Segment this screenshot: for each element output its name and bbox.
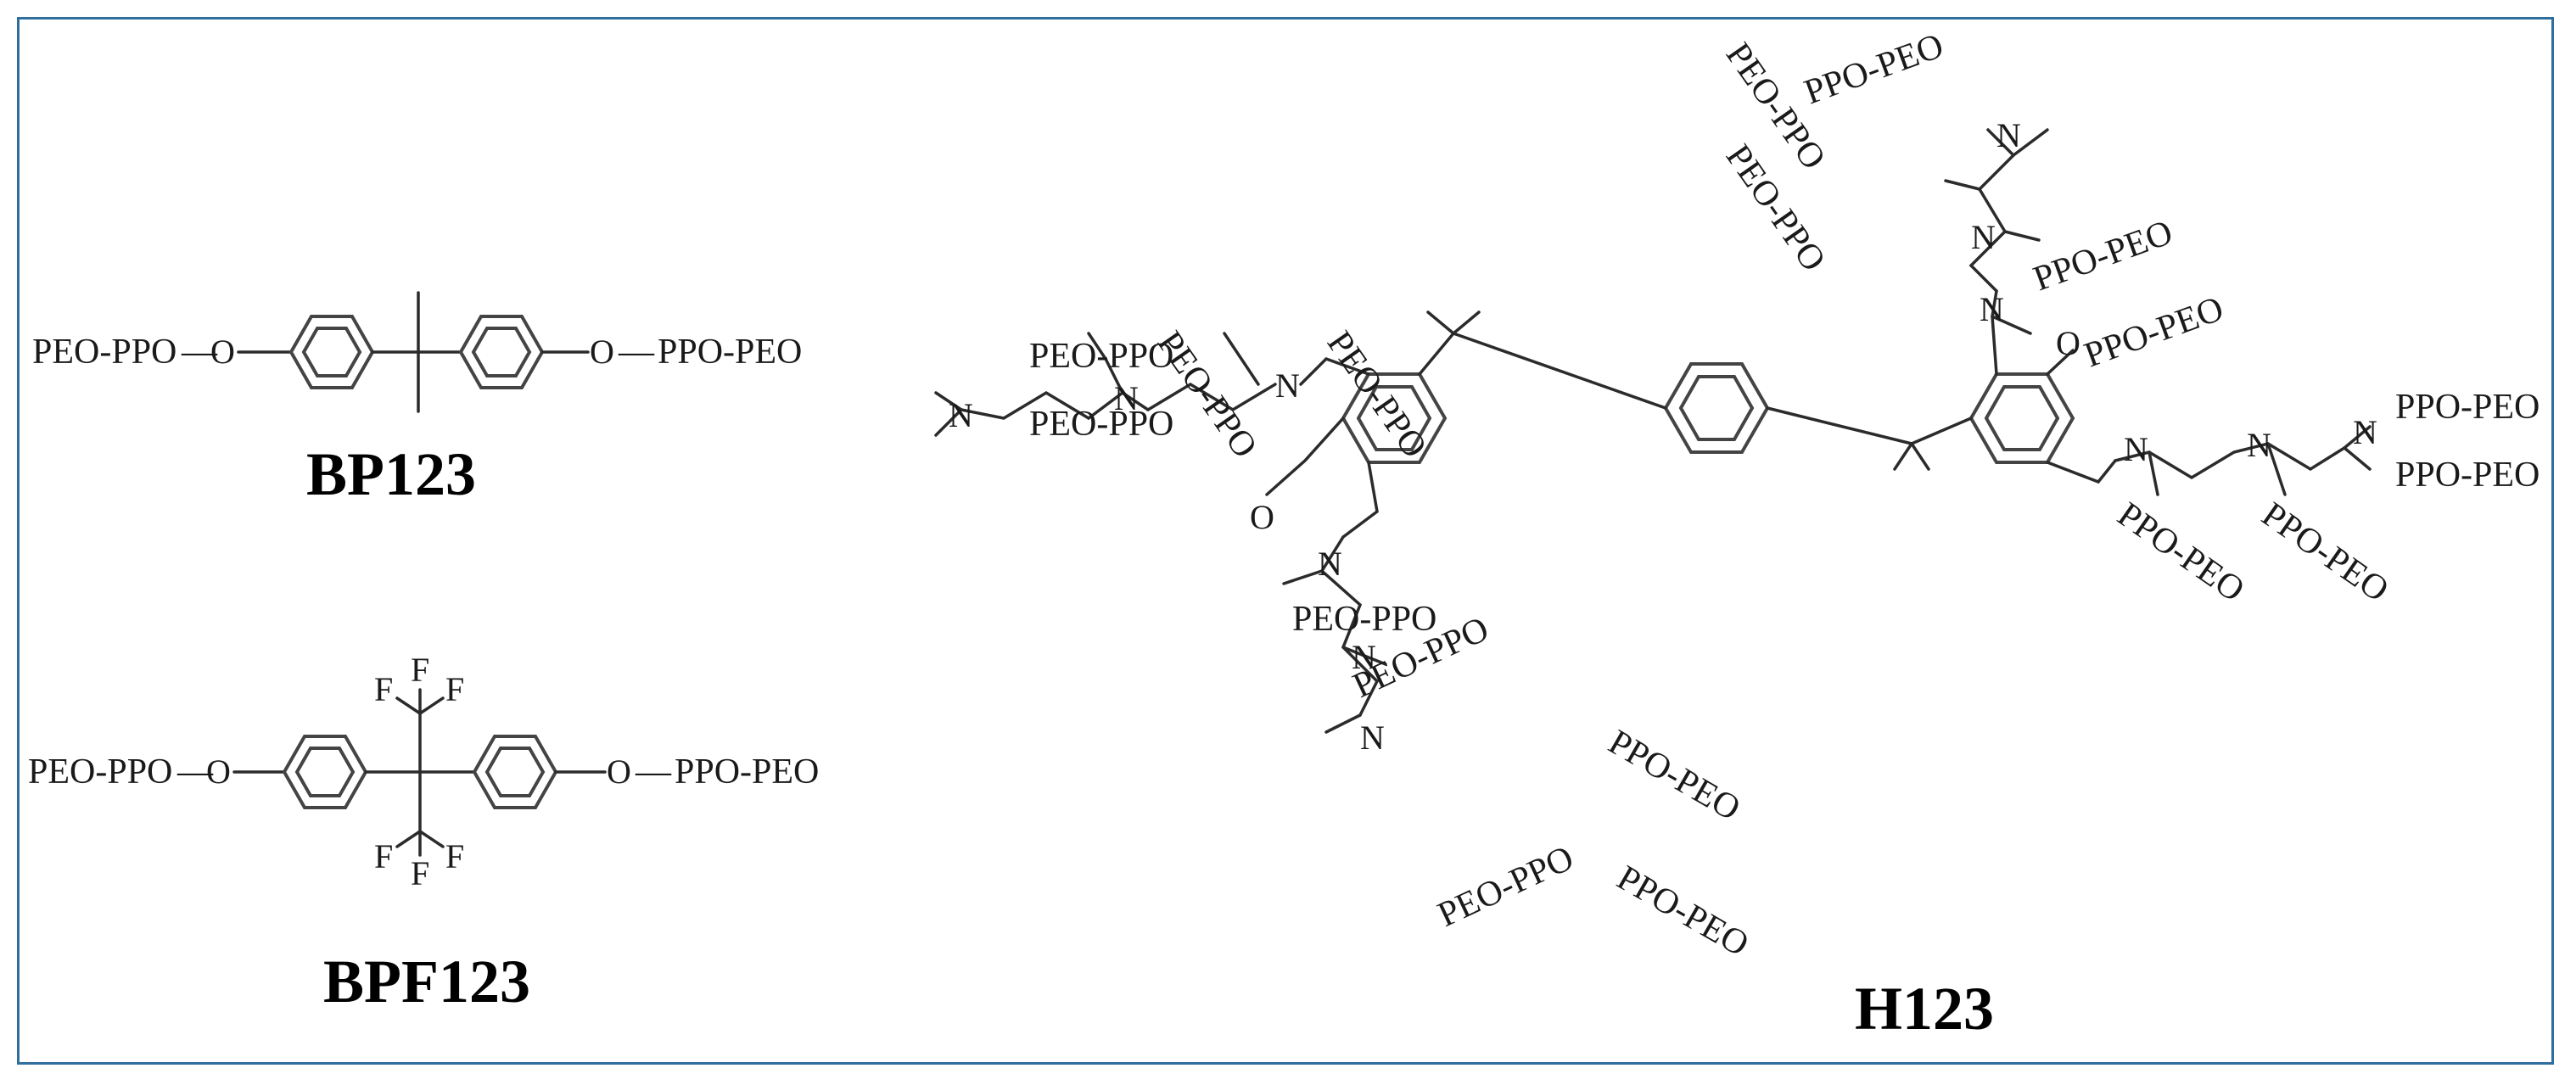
h123-bond xyxy=(1319,535,1380,717)
chemical-structures: PEO-PPO — O O — PPO-PEO BP123 PEO-PPO — … xyxy=(28,26,2540,1043)
h123-nitrogen: N xyxy=(1318,545,1342,583)
bpf123-left-oxygen: O xyxy=(206,752,231,791)
bp123-left-dash: — xyxy=(181,333,218,372)
bpf123-ring-right-inner xyxy=(484,747,546,797)
bpf123-bond xyxy=(418,830,445,848)
bp123-ring-left-inner xyxy=(301,327,362,378)
bpf123-right-oxygen: O xyxy=(607,752,631,791)
h123-arm-chain: PEO-PPO xyxy=(1292,600,1436,639)
h123-arm-chain: PEO-PPO xyxy=(1150,324,1264,465)
h123-arm-chain: PPO-PEO xyxy=(2029,213,2178,299)
h123-bond xyxy=(1265,417,1345,496)
figure-frame: PEO-PPO — O O — PPO-PEO BP123 PEO-PPO — … xyxy=(17,17,2554,1065)
h123-nitrogen: N xyxy=(2124,430,2148,468)
bpf123-fluorine: F xyxy=(411,854,429,892)
h123-center-ring-inner xyxy=(1678,375,1755,441)
bpf123-bond xyxy=(395,696,422,715)
h123-bond xyxy=(1418,310,1667,410)
h123-arm-chain: PEO-PPO xyxy=(1432,838,1580,935)
h123-nitrogen: N xyxy=(2353,413,2377,451)
bpf123-right-dash: — xyxy=(635,752,672,791)
h123-nitrogen: N xyxy=(1980,290,2004,328)
bp123-right-dash: — xyxy=(618,333,655,372)
h123-nitrogen: N xyxy=(1971,218,1996,256)
h123-nitrogen: N xyxy=(1352,638,1376,676)
h123-arm-chain: PPO-PEO xyxy=(1602,723,1747,829)
h123-bond xyxy=(1223,332,1260,386)
h123-nitrogen: N xyxy=(1114,379,1139,417)
bpf123-ring-left-inner xyxy=(294,747,356,797)
h123-bond xyxy=(934,391,963,437)
bpf123-fluorine: F xyxy=(374,837,393,875)
h123-arm-chain: PPO-PEO xyxy=(2080,289,2229,376)
h123-oxygen: O xyxy=(1250,498,1274,536)
h123-arm-chain: PPO-PEO xyxy=(1610,858,1756,965)
bpf123-bond xyxy=(418,696,445,715)
h123-nitrogen: N xyxy=(2247,426,2271,464)
h123-bond xyxy=(1944,128,2049,242)
h123-bond xyxy=(2046,459,2117,484)
h123-bond xyxy=(2046,349,2075,376)
h123-bond xyxy=(2148,425,2372,496)
bpf123-fluorine: F xyxy=(374,670,393,708)
h123-left-ring-inner xyxy=(1356,385,1432,451)
h123-arm-chain: PPO-PEO xyxy=(2395,456,2540,495)
h123-nitrogen: N xyxy=(1275,366,1300,405)
bpf123-right-chain: PPO-PEO xyxy=(675,752,819,791)
h123-arm-chain: PPO-PEO xyxy=(1800,26,1949,113)
h123-oxygen: O xyxy=(2056,324,2080,362)
structure-h123: N N N O N N N N N N O N N N PEO-PPO PEO-… xyxy=(934,26,2540,1043)
bp123-right-chain: PPO-PEO xyxy=(658,333,802,372)
h123-nitrogen: N xyxy=(949,396,973,434)
bp123-right-oxygen: O xyxy=(590,333,614,371)
h123-bond xyxy=(1087,332,1124,394)
bpf123-left-chain: PEO-PPO xyxy=(28,752,172,791)
h123-nitrogen: N xyxy=(1996,116,2021,154)
bpf123-fluorine: F xyxy=(445,837,464,875)
h123-bond xyxy=(1299,356,1370,386)
bp123-left-chain: PEO-PPO xyxy=(32,333,176,372)
h123-arm-chain: PEO-PPO xyxy=(1029,337,1173,376)
bp123-label: BP123 xyxy=(306,440,476,508)
h123-label: H123 xyxy=(1855,975,1994,1043)
h123-bond xyxy=(1282,569,1387,734)
bpf123-bond xyxy=(395,830,422,848)
h123-nitrogen: N xyxy=(1360,719,1385,757)
h123-arm-chain: PPO-PEO xyxy=(2254,495,2395,610)
bpf123-fluorine: F xyxy=(445,670,464,708)
bpf123-fluorine: F xyxy=(411,651,429,689)
h123-bond xyxy=(1991,315,2032,335)
bp123-left-oxygen: O xyxy=(210,333,235,371)
bpf123-left-dash: — xyxy=(176,752,214,791)
h123-arm-chain: PEO-PPO xyxy=(1029,405,1173,444)
h123-arm-chain: PPO-PEO xyxy=(2110,495,2251,610)
bpf123-label: BPF123 xyxy=(323,948,530,1015)
h123-right-ring-inner xyxy=(1984,385,2060,451)
structure-bpf123: PEO-PPO — O F F F F F F O — PPO-PEO BPF1… xyxy=(28,651,819,1015)
bp123-ring-right-inner xyxy=(471,327,532,378)
h123-arm-chain: PPO-PEO xyxy=(2395,388,2540,427)
h123-bond xyxy=(1341,461,1379,539)
h123-bond xyxy=(1766,406,1973,471)
structure-bp123: PEO-PPO — O O — PPO-PEO BP123 xyxy=(32,291,802,508)
